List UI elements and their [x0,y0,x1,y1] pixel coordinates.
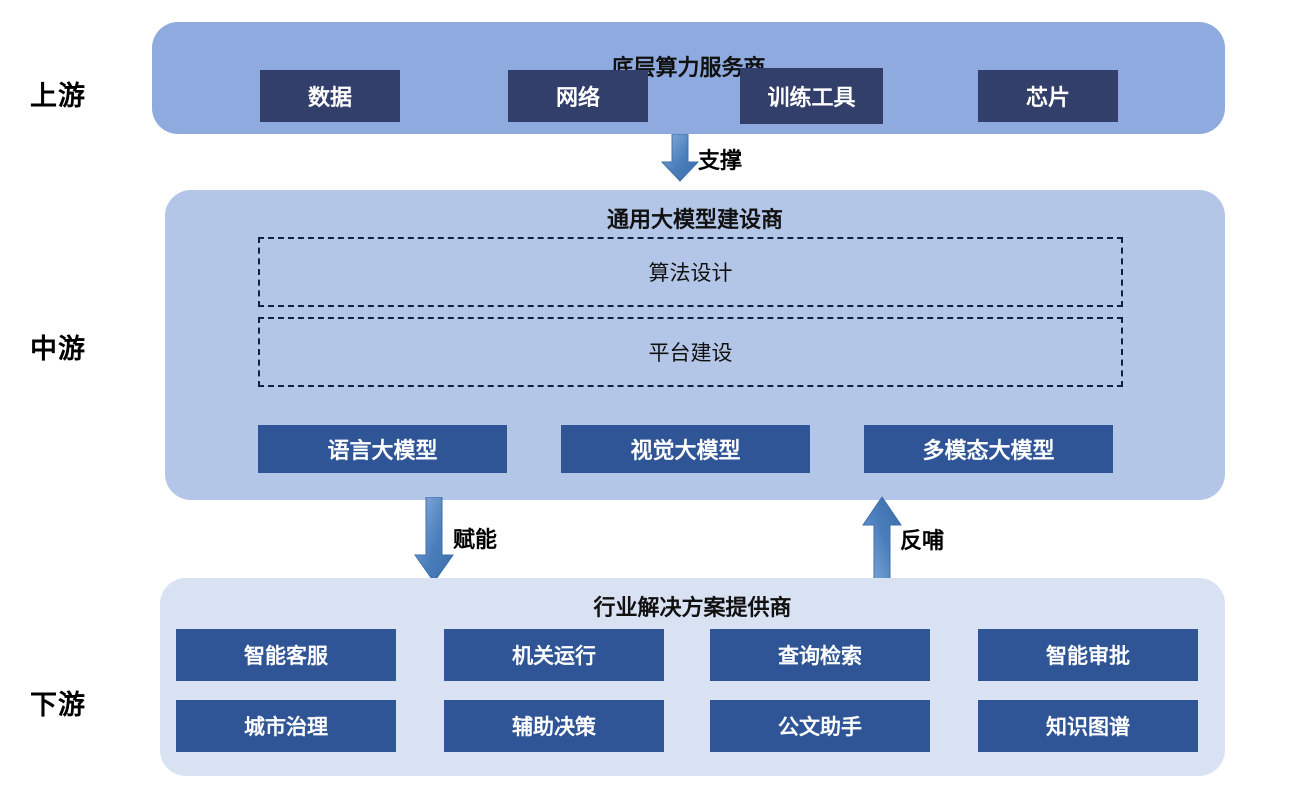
upstream-chip-data[interactable]: 数据 [260,70,400,122]
downstream-chip-query-retrieval-label: 查询检索 [778,645,862,668]
midstream-panel-platform-construction: 平台建设 [258,317,1123,387]
tier-label-midstream: 中游 [30,334,86,364]
midstream-panel-algorithm-design: 算法设计 [258,237,1123,307]
downstream-chip-document-assistant-label: 公文助手 [778,716,862,739]
arrow-empower-icon [414,496,454,583]
midstream-panel-platform-construction-label: 平台建设 [648,342,733,365]
downstream-chip-urban-governance[interactable]: 城市治理 [176,700,396,752]
downstream-chip-query-retrieval[interactable]: 查询检索 [710,629,930,681]
upstream-chip-data-label: 数据 [307,85,352,110]
downstream-chip-knowledge-graph-label: 知识图谱 [1046,716,1130,739]
midstream-chip-vision-model[interactable]: 视觉大模型 [561,425,810,473]
upstream-chip-chip-label: 芯片 [1025,85,1070,110]
midstream-chip-multimodal-model[interactable]: 多模态大模型 [864,425,1113,473]
downstream-chip-agency-operation[interactable]: 机关运行 [444,629,664,681]
tier-label-downstream: 下游 [30,690,86,720]
downstream-chip-smart-approval-label: 智能审批 [1046,645,1130,668]
arrow-empower-label: 赋能 [453,527,498,552]
upstream-chip-network[interactable]: 网络 [508,70,648,122]
arrow-support-icon [660,133,700,182]
arrow-support [660,133,700,182]
downstream-chip-decision-support[interactable]: 辅助决策 [444,700,664,752]
downstream-chip-knowledge-graph[interactable]: 知识图谱 [978,700,1198,752]
arrow-empower [413,496,455,583]
arrow-feedback-icon [862,496,902,585]
downstream-chip-agency-operation-label: 机关运行 [512,645,596,668]
upstream-chip-chip[interactable]: 芯片 [978,70,1118,122]
arrow-feedback [861,495,903,585]
midstream-chip-vision-model-label: 视觉大模型 [630,438,741,463]
downstream-chip-smart-customer-service[interactable]: 智能客服 [176,629,396,681]
upstream-chip-training-tools-label: 训练工具 [767,85,856,110]
midstream-chip-multimodal-model-label: 多模态大模型 [922,438,1055,463]
upstream-chip-training-tools[interactable]: 训练工具 [740,68,883,124]
midstream-panel-algorithm-design-label: 算法设计 [648,262,733,285]
midstream-chip-language-model[interactable]: 语言大模型 [258,425,507,473]
arrow-feedback-label: 反哺 [900,528,945,553]
upstream-chip-network-label: 网络 [555,85,600,110]
arrow-support-label: 支撑 [698,148,743,173]
tier-label-upstream: 上游 [30,81,86,111]
downstream-title: 行业解决方案提供商 [593,595,792,620]
downstream-chip-document-assistant[interactable]: 公文助手 [710,700,930,752]
downstream-chip-smart-customer-service-label: 智能客服 [244,645,328,668]
midstream-title: 通用大模型建设商 [606,207,783,232]
downstream-chip-urban-governance-label: 城市治理 [244,716,328,739]
downstream-chip-decision-support-label: 辅助决策 [512,716,596,739]
midstream-chip-language-model-label: 语言大模型 [327,438,438,463]
downstream-chip-smart-approval[interactable]: 智能审批 [978,629,1198,681]
